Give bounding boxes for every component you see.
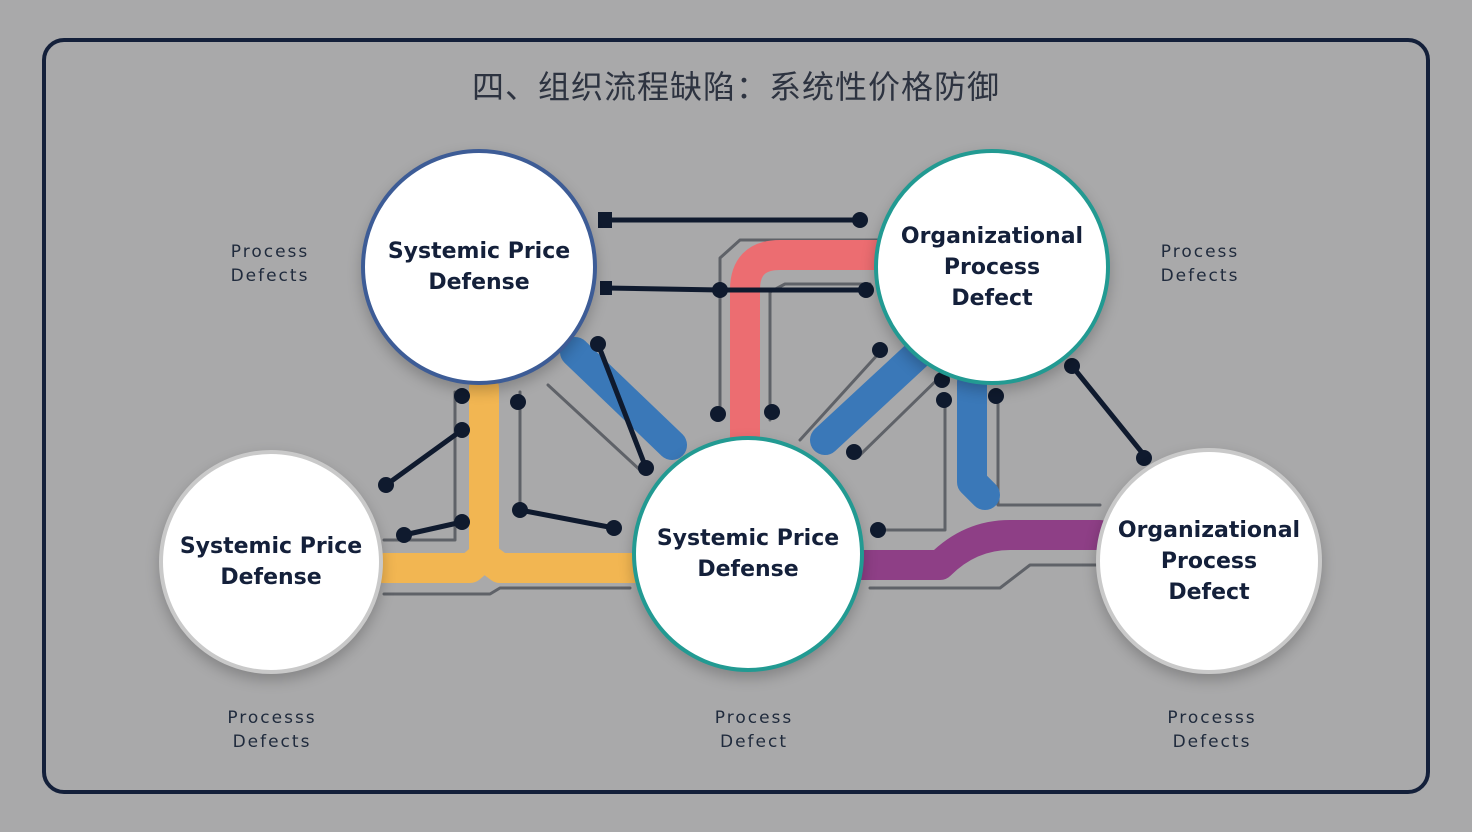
node-dot — [988, 388, 1004, 404]
node-dot — [454, 422, 470, 438]
arrow-end — [600, 281, 612, 295]
node-dot — [858, 282, 874, 298]
connector-purple — [845, 520, 1115, 580]
link — [603, 285, 723, 293]
node-organizational-process-defect-top: Organizational Process Defect — [874, 149, 1110, 385]
caption-top-left: Process Defects — [230, 242, 310, 286]
slide-frame — [42, 38, 1430, 794]
node-dot — [710, 406, 726, 422]
wire — [546, 383, 642, 472]
node-systemic-price-defense-top: Systemic Price Defense — [361, 149, 597, 385]
caption-bottom-right: Processs Defects — [1167, 708, 1257, 752]
node-dot — [638, 460, 654, 476]
link — [595, 341, 649, 471]
node-label: Organizational Process Defect — [900, 223, 1084, 311]
caption-bottom-left: Processs Defects — [227, 708, 317, 752]
wire — [878, 394, 947, 532]
caption-top-right: Process Defects — [1160, 242, 1240, 286]
link — [517, 507, 617, 531]
arrow-end — [598, 212, 612, 228]
link — [1069, 363, 1151, 463]
wire — [868, 563, 1102, 590]
node-systemic-price-defense-left: Systemic Price Defense — [159, 450, 383, 674]
node-organizational-process-defect-right: Organizational Process Defect — [1096, 448, 1322, 674]
node-dot — [846, 444, 862, 460]
link — [401, 519, 465, 538]
connector-yellow — [369, 373, 655, 583]
node-dot — [1064, 358, 1080, 374]
node-dot — [396, 527, 412, 543]
link — [383, 427, 465, 488]
node-dot — [852, 212, 868, 228]
wire — [996, 394, 1102, 507]
node-dot — [870, 522, 886, 538]
node-dot — [712, 282, 728, 298]
connector-blue — [810, 337, 935, 455]
wire — [382, 390, 457, 542]
node-dot — [936, 392, 952, 408]
node-dot — [378, 477, 394, 493]
node-dot — [872, 342, 888, 358]
node-systemic-price-defense-center: Systemic Price Defense — [632, 436, 864, 672]
node-dot — [1136, 450, 1152, 466]
node-label: Systemic Price Defense — [656, 526, 840, 582]
node-dot — [606, 520, 622, 536]
node-label: Systemic Price Defense — [179, 534, 363, 590]
connector-blue — [957, 367, 1000, 510]
node-dot — [764, 404, 780, 420]
node-dot — [454, 388, 470, 404]
node-label: Systemic Price Defense — [387, 239, 571, 295]
node-label: Organizational Process Defect — [1117, 517, 1301, 605]
node-dot — [510, 394, 526, 410]
caption-bottom-center: Process Defect — [714, 708, 794, 752]
node-dot — [590, 336, 606, 352]
wire — [798, 350, 882, 442]
slide-title: 四、组织流程缺陷：系统性价格防御 — [471, 68, 1000, 106]
node-dot — [512, 502, 528, 518]
node-dot — [454, 514, 470, 530]
wire — [858, 370, 947, 457]
wire — [382, 586, 632, 596]
connector-blue — [560, 337, 687, 460]
